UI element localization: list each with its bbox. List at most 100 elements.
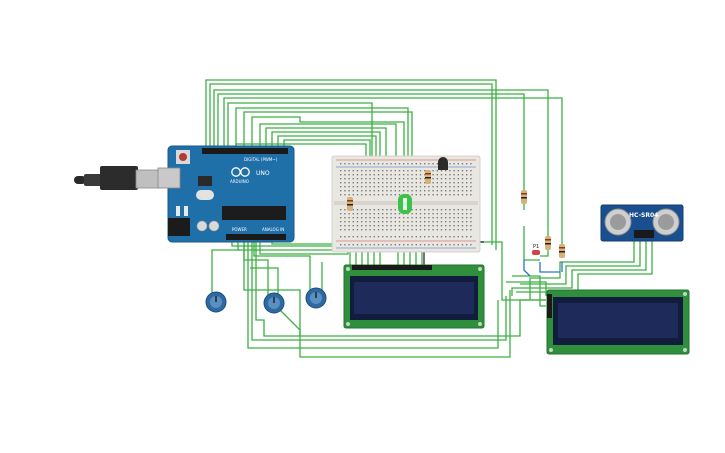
breadboard-hole[interactable] [394, 186, 396, 188]
breadboard-hole[interactable] [377, 174, 380, 176]
breadboard-hole[interactable] [445, 174, 447, 176]
breadboard-hole[interactable] [428, 209, 430, 211]
breadboard-hole[interactable] [449, 213, 451, 215]
resistor-2[interactable] [425, 170, 431, 184]
green-led[interactable] [398, 194, 412, 214]
breadboard-hole[interactable] [356, 194, 359, 196]
breadboard-hole[interactable] [415, 217, 417, 219]
breadboard-hole[interactable] [340, 178, 342, 180]
breadboard-hole[interactable] [461, 244, 464, 246]
breadboard-hole[interactable] [411, 236, 413, 238]
breadboard-hole[interactable] [470, 194, 472, 196]
breadboard-hole[interactable] [453, 229, 455, 231]
breadboard-hole[interactable] [403, 163, 405, 165]
breadboard-hole[interactable] [344, 194, 346, 196]
breadboard-hole[interactable] [373, 174, 375, 176]
breadboard-hole[interactable] [344, 236, 346, 238]
breadboard-hole[interactable] [470, 182, 472, 184]
breadboard-hole[interactable] [348, 244, 350, 246]
breadboard-hole[interactable] [344, 225, 346, 227]
breadboard-hole[interactable] [432, 236, 434, 238]
breadboard-hole[interactable] [377, 236, 380, 238]
breadboard-hole[interactable] [436, 178, 438, 180]
breadboard-hole[interactable] [386, 194, 388, 196]
wire[interactable] [523, 260, 531, 277]
breadboard-hole[interactable] [411, 186, 413, 188]
reset-button[interactable] [179, 153, 187, 161]
breadboard-hole[interactable] [365, 178, 367, 180]
breadboard-hole[interactable] [424, 244, 426, 246]
breadboard-hole[interactable] [390, 209, 392, 211]
breadboard-hole[interactable] [403, 217, 405, 219]
breadboard-hole[interactable] [424, 209, 426, 211]
breadboard-hole[interactable] [466, 209, 468, 211]
breadboard-hole[interactable] [369, 170, 371, 172]
breadboard-hole[interactable] [390, 170, 392, 172]
breadboard-hole[interactable] [365, 217, 367, 219]
breadboard-hole[interactable] [453, 190, 455, 192]
breadboard-hole[interactable] [419, 236, 422, 238]
breadboard-hole[interactable] [470, 225, 472, 227]
breadboard-hole[interactable] [377, 194, 380, 196]
breadboard-hole[interactable] [344, 182, 346, 184]
breadboard-hole[interactable] [453, 186, 455, 188]
breadboard-hole[interactable] [373, 213, 375, 215]
breadboard-hole[interactable] [445, 178, 447, 180]
breadboard-hole[interactable] [428, 236, 430, 238]
breadboard-hole[interactable] [461, 182, 464, 184]
breadboard-hole[interactable] [432, 209, 434, 211]
breadboard-hole[interactable] [411, 213, 413, 215]
breadboard-hole[interactable] [394, 182, 396, 184]
breadboard-hole[interactable] [348, 217, 350, 219]
breadboard-hole[interactable] [432, 182, 434, 184]
breadboard-hole[interactable] [340, 170, 342, 172]
breadboard-hole[interactable] [361, 229, 363, 231]
breadboard-hole[interactable] [382, 225, 384, 227]
breadboard-hole[interactable] [453, 170, 455, 172]
breadboard-hole[interactable] [398, 178, 401, 180]
breadboard-hole[interactable] [432, 163, 434, 165]
breadboard-hole[interactable] [352, 186, 354, 188]
breadboard-hole[interactable] [356, 244, 359, 246]
breadboard-hole[interactable] [377, 170, 380, 172]
breadboard-hole[interactable] [365, 225, 367, 227]
breadboard-hole[interactable] [361, 213, 363, 215]
breadboard-hole[interactable] [356, 174, 359, 176]
breadboard-hole[interactable] [369, 209, 371, 211]
breadboard-hole[interactable] [361, 236, 363, 238]
lcd-1[interactable] [343, 264, 485, 329]
wire[interactable] [223, 97, 563, 245]
breadboard-hole[interactable] [377, 178, 380, 180]
breadboard-hole[interactable] [369, 213, 371, 215]
wire[interactable] [243, 111, 413, 158]
breadboard-hole[interactable] [428, 225, 430, 227]
breadboard-hole[interactable] [466, 217, 468, 219]
breadboard-hole[interactable] [449, 178, 451, 180]
breadboard-hole[interactable] [394, 225, 396, 227]
breadboard-hole[interactable] [390, 178, 392, 180]
breadboard-hole[interactable] [453, 209, 455, 211]
breadboard-hole[interactable] [428, 221, 430, 223]
breadboard-hole[interactable] [356, 190, 359, 192]
breadboard-hole[interactable] [453, 244, 455, 246]
breadboard-hole[interactable] [361, 221, 363, 223]
breadboard-hole[interactable] [411, 229, 413, 231]
breadboard-hole[interactable] [449, 186, 451, 188]
breadboard-hole[interactable] [449, 229, 451, 231]
breadboard-hole[interactable] [436, 170, 438, 172]
breadboard-hole[interactable] [340, 213, 342, 215]
breadboard-hole[interactable] [403, 178, 405, 180]
breadboard-hole[interactable] [445, 209, 447, 211]
breadboard-hole[interactable] [453, 182, 455, 184]
breadboard-hole[interactable] [466, 213, 468, 215]
breadboard-hole[interactable] [377, 244, 380, 246]
breadboard-hole[interactable] [453, 194, 455, 196]
breadboard-hole[interactable] [394, 190, 396, 192]
breadboard-hole[interactable] [373, 236, 375, 238]
breadboard-hole[interactable] [466, 225, 468, 227]
breadboard-hole[interactable] [424, 190, 426, 192]
breadboard-hole[interactable] [457, 194, 459, 196]
potentiometer-2[interactable] [263, 292, 285, 314]
breadboard-hole[interactable] [453, 217, 455, 219]
breadboard-hole[interactable] [407, 229, 409, 231]
